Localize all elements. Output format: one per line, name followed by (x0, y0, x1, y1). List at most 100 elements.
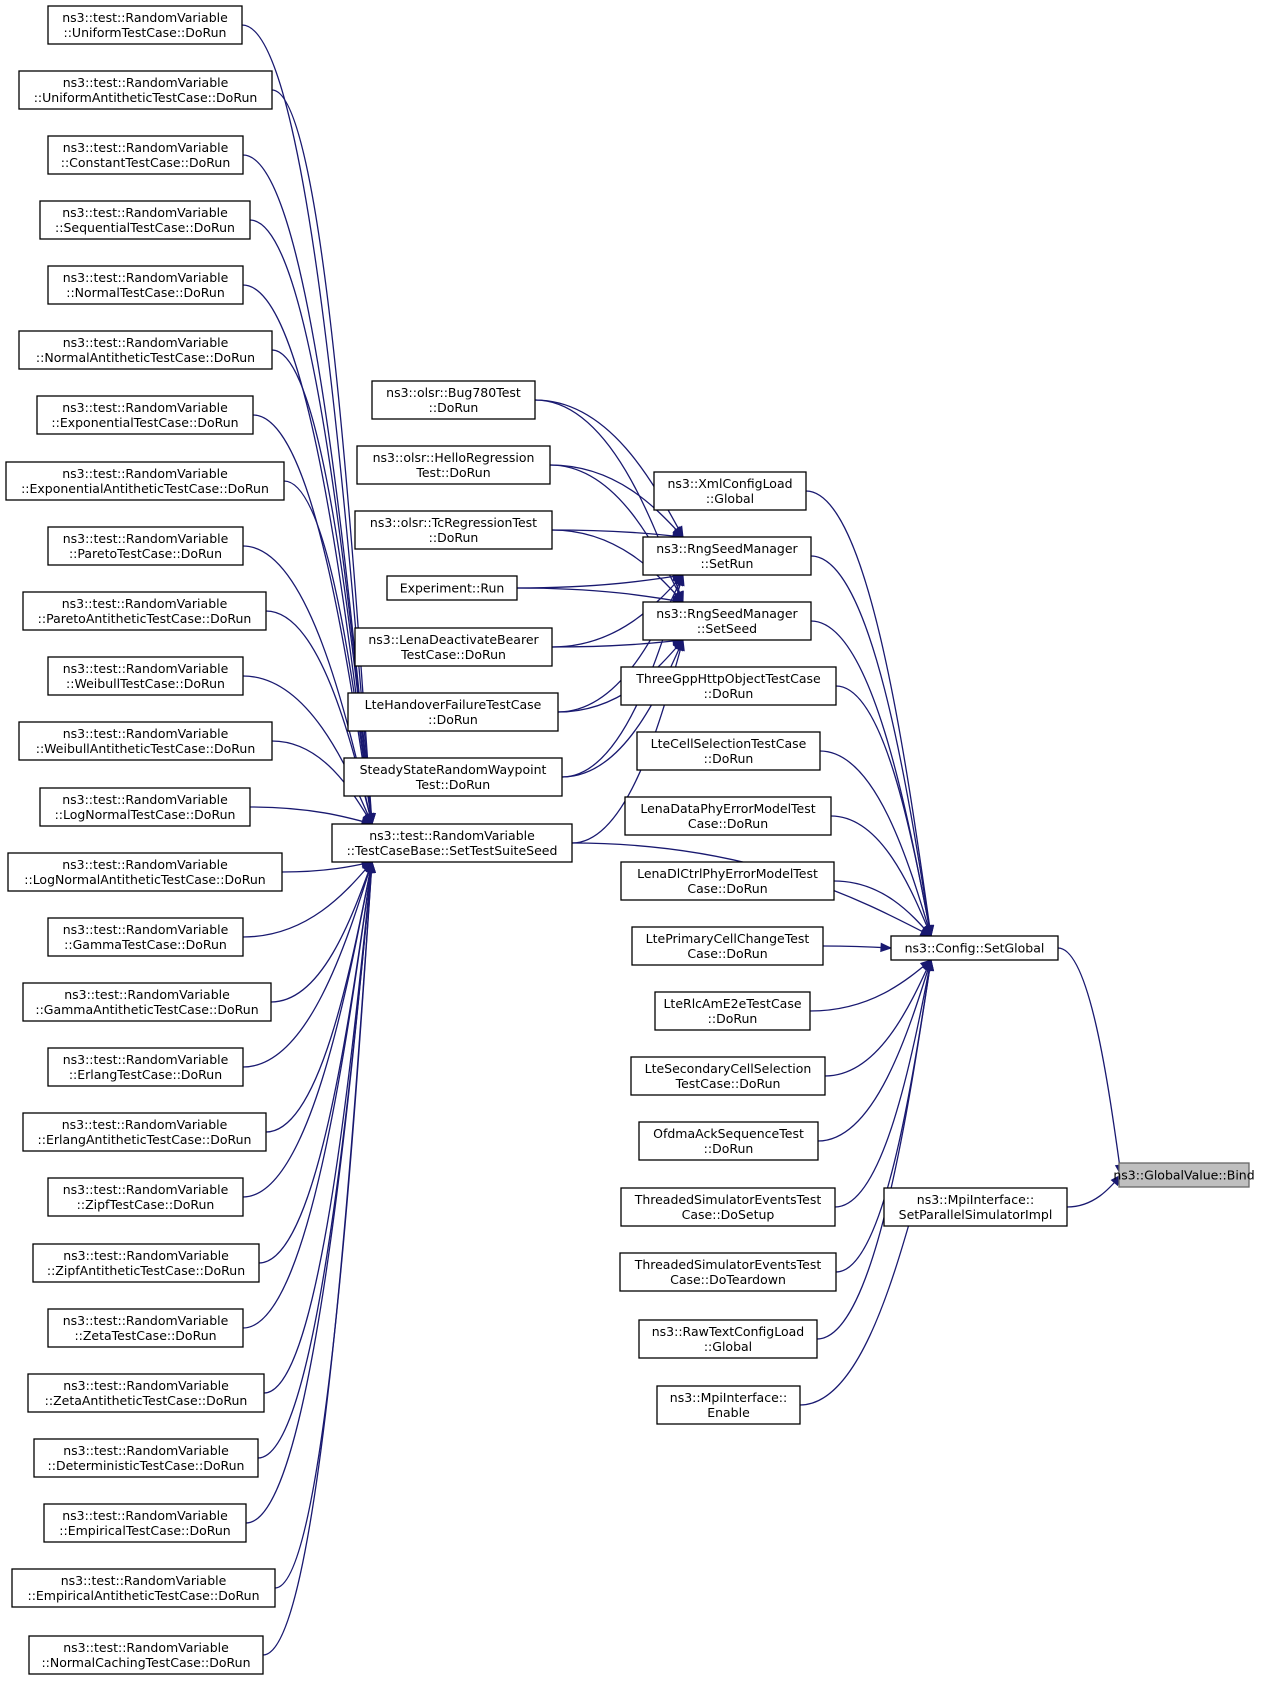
node-uniform[interactable]: ns3::test::RandomVariable::UniformTestCa… (47, 5, 243, 45)
node-box (642, 601, 812, 641)
node-box (653, 471, 807, 511)
edge-line (799, 1206, 915, 1406)
node-thrteardown[interactable]: ThreadedSimulatorEventsTestCase::DoTeard… (619, 1252, 837, 1292)
node-tcreg[interactable]: ns3::olsr::TcRegressionTest::DoRun (354, 510, 553, 550)
node-deterministic[interactable]: ns3::test::RandomVariable::Deterministic… (33, 1438, 259, 1478)
node-gamma[interactable]: ns3::test::RandomVariable::GammaTestCase… (47, 917, 244, 957)
node-experiment[interactable]: Experiment::Run (386, 575, 518, 601)
edge-line (810, 555, 932, 937)
node-label: ns3::test::RandomVariable (63, 270, 229, 285)
edge-line (252, 414, 373, 825)
edge-line (274, 861, 373, 1589)
node-label: ::ErlangTestCase::DoRun (69, 1067, 222, 1082)
node-label: Case::DoRun (688, 816, 768, 831)
node-label: LteHandoverFailureTestCase (365, 697, 542, 712)
node-threegpp[interactable]: ThreeGppHttpObjectTestCase::DoRun (620, 666, 837, 706)
node-box (47, 265, 244, 305)
node-constant[interactable]: ns3::test::RandomVariable::ConstantTestC… (47, 135, 244, 175)
node-label: ns3::test::RandomVariable (63, 531, 229, 546)
node-xmlcfg[interactable]: ns3::XmlConfigLoad::Global (653, 471, 807, 511)
node-label: ::ExponentialTestCase::DoRun (51, 415, 238, 430)
edge-line (271, 89, 373, 825)
node-lognormalanti[interactable]: ns3::test::RandomVariable::LogNormalAnti… (7, 852, 283, 892)
node-bind[interactable]: ns3::GlobalValue::Bind (1113, 1162, 1255, 1188)
node-label: ::NormalAntitheticTestCase::DoRun (36, 350, 255, 365)
node-empiricalanti[interactable]: ns3::test::RandomVariable::EmpiricalAnti… (11, 1568, 276, 1608)
node-box (11, 1568, 276, 1608)
node-pareto[interactable]: ns3::test::RandomVariable::ParetoTestCas… (47, 526, 244, 566)
node-zipf[interactable]: ns3::test::RandomVariable::ZipfTestCase:… (47, 1177, 244, 1217)
node-uniformanti[interactable]: ns3::test::RandomVariable::UniformAntith… (18, 70, 273, 110)
node-label: ::GammaAntitheticTestCase::DoRun (35, 1002, 258, 1017)
node-zetaanti[interactable]: ns3::test::RandomVariable::ZetaAntitheti… (27, 1373, 265, 1413)
node-setrun[interactable]: ns3::RngSeedManager::SetRun (642, 536, 812, 576)
node-normalcaching[interactable]: ns3::test::RandomVariable::NormalCaching… (28, 1635, 264, 1675)
node-exponentialanti[interactable]: ns3::test::RandomVariable::ExponentialAn… (5, 461, 285, 501)
node-label: TestCase::DoRun (675, 1076, 781, 1091)
edge-arrowhead (920, 924, 932, 938)
edge-line (249, 806, 373, 825)
node-rawtext[interactable]: ns3::RawTextConfigLoad::Global (638, 1319, 818, 1359)
node-label: OfdmaAckSequenceTest (653, 1126, 804, 1141)
node-setglobal[interactable]: ns3::Config::SetGlobal (890, 935, 1059, 961)
node-bug780[interactable]: ns3::olsr::Bug780Test::DoRun (371, 380, 536, 420)
node-label: ::EmpiricalTestCase::DoRun (59, 1523, 230, 1538)
node-ltehofail[interactable]: LteHandoverFailureTestCase::DoRun (347, 692, 559, 732)
node-ltecellsel[interactable]: LteCellSelectionTestCase::DoRun (636, 731, 821, 771)
node-zeta[interactable]: ns3::test::RandomVariable::ZetaTestCase:… (47, 1308, 244, 1348)
node-normal[interactable]: ns3::test::RandomVariable::NormalTestCas… (47, 265, 244, 305)
node-box (27, 1373, 265, 1413)
node-sequential[interactable]: ns3::test::RandomVariable::SequentialTes… (39, 200, 251, 240)
node-box (354, 627, 553, 667)
node-label: ns3::LenaDeactivateBearer (368, 632, 539, 647)
node-normalanti[interactable]: ns3::test::RandomVariable::NormalAntithe… (18, 330, 273, 370)
node-label: ::Global (704, 1339, 752, 1354)
node-label: ns3::MpiInterface:: (670, 1390, 787, 1405)
node-box (356, 445, 551, 485)
node-weibullanti[interactable]: ns3::test::RandomVariable::WeibullAntith… (18, 721, 273, 761)
node-empirical[interactable]: ns3::test::RandomVariable::EmpiricalTest… (43, 1503, 247, 1543)
node-erlang[interactable]: ns3::test::RandomVariable::ErlangTestCas… (47, 1047, 244, 1087)
node-lterlc[interactable]: LteRlcAmE2eTestCase::DoRun (654, 991, 811, 1031)
node-mpiset[interactable]: ns3::MpiInterface::SetParallelSimulatorI… (883, 1187, 1068, 1227)
node-box (619, 1252, 837, 1292)
node-ofdma[interactable]: OfdmaAckSequenceTest::DoRun (638, 1121, 819, 1161)
edge-arrowhead (880, 942, 893, 953)
node-box (654, 991, 811, 1031)
edge-threegpp-to-setglobal (835, 685, 934, 938)
node-setseed[interactable]: ns3::RngSeedManager::SetSeed (642, 601, 812, 641)
edge-line (561, 639, 684, 778)
node-mpienable[interactable]: ns3::MpiInterface::Enable (656, 1385, 801, 1425)
node-label: ::NormalCachingTestCase::DoRun (41, 1655, 250, 1670)
edge-line (551, 574, 684, 648)
node-paretoanti[interactable]: ns3::test::RandomVariable::ParetoAntithe… (22, 591, 267, 631)
node-label: ::DoRun (704, 751, 754, 766)
node-erlanganti[interactable]: ns3::test::RandomVariable::ErlangAntithe… (22, 1112, 267, 1152)
node-lognormal[interactable]: ns3::test::RandomVariable::LogNormalTest… (39, 787, 251, 827)
node-label: LteSecondaryCellSelection (645, 1061, 812, 1076)
node-label: ns3::GlobalValue::Bind (1113, 1168, 1254, 1183)
node-label: TestCase::DoRun (400, 647, 506, 662)
edge-line (830, 815, 932, 937)
node-gammaanti[interactable]: ns3::test::RandomVariable::GammaAntithet… (22, 982, 272, 1022)
node-box (386, 575, 518, 601)
node-label: ns3::test::RandomVariable (63, 335, 229, 350)
node-label: ns3::test::RandomVariable (62, 596, 228, 611)
node-zipfanti[interactable]: ns3::test::RandomVariable::ZipfAntitheti… (32, 1243, 260, 1283)
node-label: ns3::test::RandomVariable (64, 987, 230, 1002)
node-tsseed[interactable]: ns3::test::RandomVariable::TestCaseBase:… (331, 823, 573, 863)
node-label: Enable (707, 1405, 750, 1420)
node-weibull[interactable]: ns3::test::RandomVariable::WeibullTestCa… (47, 656, 244, 696)
edge-normalcaching-to-tsseed (262, 860, 377, 1656)
node-label: SetParallelSimulatorImpl (899, 1207, 1053, 1222)
node-exponential[interactable]: ns3::test::RandomVariable::ExponentialTe… (36, 395, 254, 435)
node-box (347, 692, 559, 732)
